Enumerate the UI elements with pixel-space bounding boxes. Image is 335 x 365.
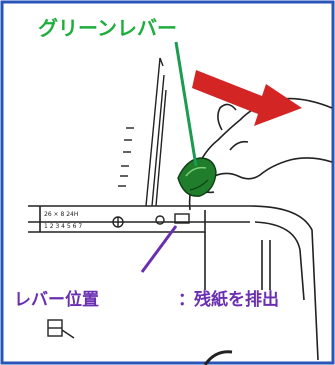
label-separator: ：: [178, 290, 195, 310]
panel-marking-row1: 26 × 8 24H: [44, 211, 78, 218]
paper-sheet: [118, 57, 167, 207]
small-knob: [155, 215, 165, 225]
green-lever-leader: [174, 41, 198, 167]
lever-position-icon: [47, 319, 75, 339]
eject-arrow-icon: [192, 70, 302, 126]
lever-position-label: レバー位置: [14, 290, 99, 310]
green-lever-label: グリーンレバー: [38, 16, 177, 40]
green-lever: [177, 157, 217, 197]
lever-slot: [174, 213, 190, 224]
machine-body: [28, 205, 319, 361]
lever-position-value: 残紙を排出: [194, 290, 279, 310]
lever-position-leader: [140, 225, 178, 273]
partial-shape: [203, 350, 233, 365]
panel-controls: [112, 213, 190, 228]
panel-marking-row2: 1 2 3 4 5 6 7: [44, 223, 82, 230]
